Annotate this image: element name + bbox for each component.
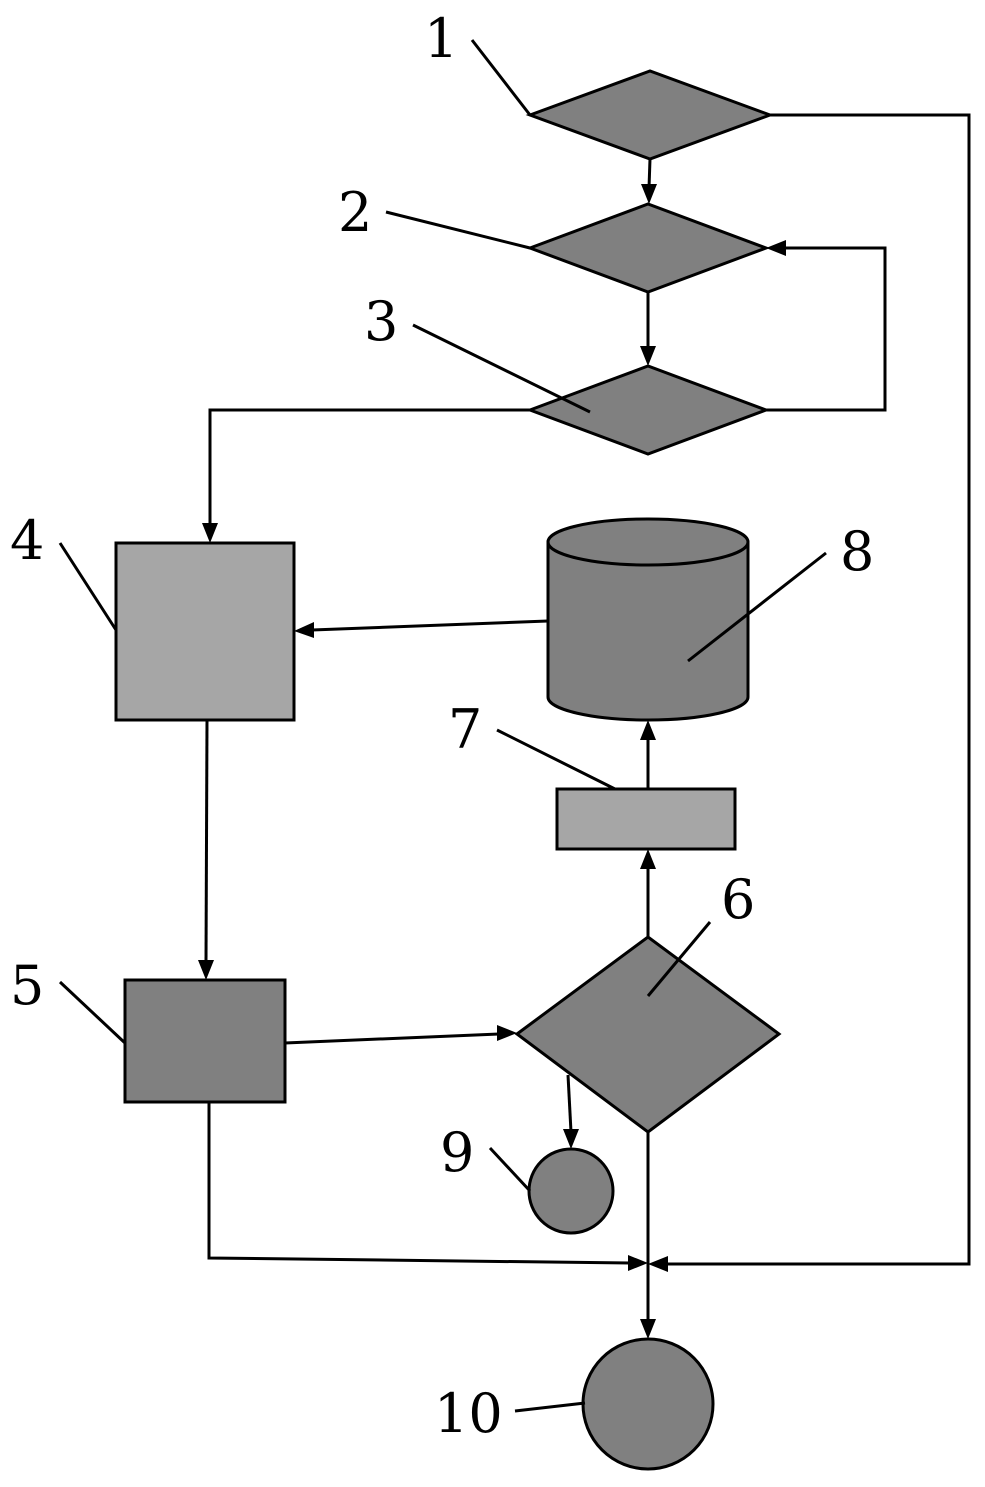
process-5 xyxy=(123,978,287,1104)
connector-4-to-5 xyxy=(198,719,214,980)
label-6: 6 xyxy=(721,868,755,931)
leader-line-10 xyxy=(514,1401,586,1413)
connector-5-to-6 xyxy=(284,1025,517,1045)
terminal-10 xyxy=(581,1337,715,1471)
process-7 xyxy=(555,787,737,851)
label-3: 3 xyxy=(364,290,398,353)
connector-3-to-4 xyxy=(202,408,530,543)
connector-8-to-4 xyxy=(294,619,549,638)
leader-line-1 xyxy=(470,39,532,116)
label-5: 5 xyxy=(10,954,44,1017)
label-9: 9 xyxy=(440,1121,474,1184)
connector-7-to-8 xyxy=(640,720,656,789)
terminal-9 xyxy=(527,1147,615,1235)
leader-line-2 xyxy=(385,210,531,250)
label-2: 2 xyxy=(338,181,372,244)
label-7: 7 xyxy=(448,698,482,761)
connector-5-to-junction xyxy=(207,1102,648,1271)
leader-line-7 xyxy=(496,728,616,791)
decision-6 xyxy=(514,935,782,1134)
leader-line-5 xyxy=(58,980,127,1045)
label-1: 1 xyxy=(424,7,458,70)
database-8 xyxy=(546,517,750,722)
connector-6-to-10 xyxy=(640,1132,656,1339)
connector-1-to-junction xyxy=(648,113,971,1272)
label-8: 8 xyxy=(840,520,874,583)
label-10: 10 xyxy=(434,1382,503,1445)
decision-2 xyxy=(525,202,771,294)
connector-3-loop-to-2 xyxy=(766,240,887,412)
connector-2-to-3 xyxy=(640,292,656,366)
leader-line-4 xyxy=(58,542,118,631)
leader-line-8 xyxy=(687,551,827,663)
leader-line-3 xyxy=(412,323,591,414)
leader-line-9 xyxy=(488,1146,532,1193)
connector-6-to-7 xyxy=(640,849,656,937)
decision-3 xyxy=(525,364,771,456)
connector-6-to-9 xyxy=(563,1074,579,1149)
decision-1 xyxy=(525,69,775,161)
leader-line-6 xyxy=(646,921,712,997)
process-4 xyxy=(114,541,296,722)
connector-1-to-2 xyxy=(641,158,657,204)
label-4: 4 xyxy=(10,509,44,572)
